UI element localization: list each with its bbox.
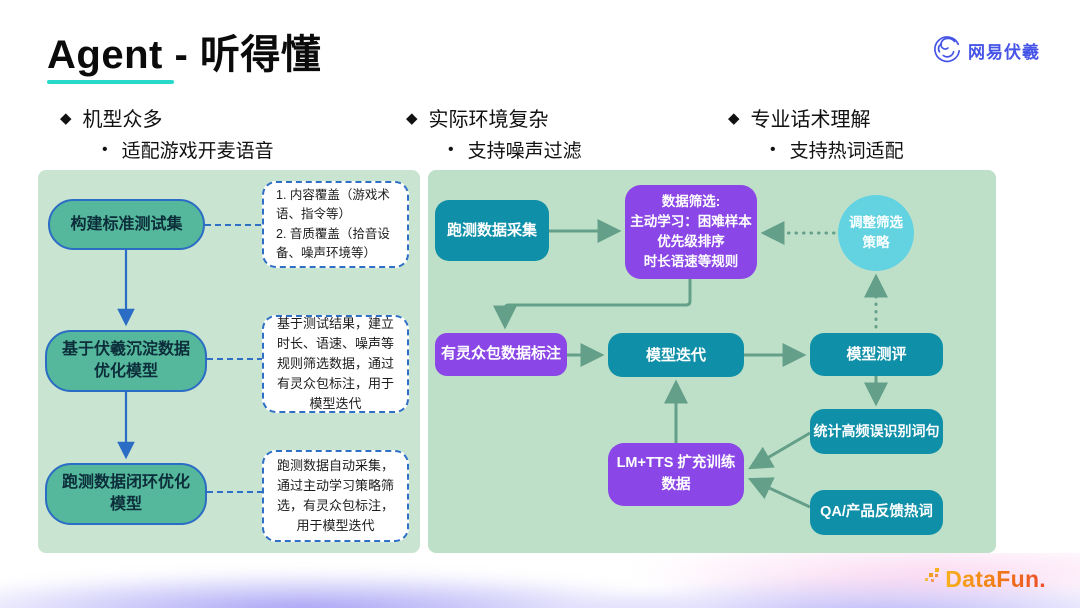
node-optimize-with-fuxi-data: 基于伏羲沉淀数据 优化模型 <box>45 330 207 392</box>
bullet-heading: 专业话术理解 <box>750 109 871 131</box>
node-model-evaluation: 模型测评 <box>810 333 943 376</box>
footer-wave-band: DataFun. <box>0 553 1080 608</box>
bullet-terminology: ◆ 专业话术理解 • 支持热词适配 <box>728 103 904 163</box>
bullet-device-types: ◆ 机型众多 • 适配游戏开麦语音 <box>60 103 274 163</box>
callout-rule-filtering: 基于测试结果，建立时长、语速、噪声等规则筛选数据，通过有灵众包标注，用于模型迭代 <box>262 315 409 413</box>
diamond-bullet-icon: ◆ <box>728 109 740 127</box>
node-build-test-set: 构建标准测试集 <box>48 199 205 250</box>
callout-item: 1. 内容覆盖（游戏术语、指令等） <box>276 187 390 222</box>
dot-bullet-icon: • <box>770 140 776 158</box>
datafun-logo: DataFun. <box>925 566 1046 593</box>
callout-item: 2. 音质覆盖（拾音设备、噪声环境等） <box>276 226 390 260</box>
callout-coverage: 1. 内容覆盖（游戏术语、指令等） 2. 音质覆盖（拾音设备、噪声环境等） <box>262 181 409 268</box>
node-model-iteration: 模型迭代 <box>608 333 744 377</box>
dot-bullet-icon: • <box>448 140 454 158</box>
node-data-filtering: 数据筛选: 主动学习：困难样本 优先级排序 时长语速等规则 <box>625 185 757 279</box>
diamond-bullet-icon: ◆ <box>406 109 418 127</box>
datafun-pixels-icon <box>925 566 943 591</box>
node-qa-feedback-hotwords: QA/产品反馈热词 <box>810 490 943 535</box>
left-flow-connectors <box>117 224 262 493</box>
node-test-data-collect: 跑测数据采集 <box>435 200 549 261</box>
diamond-bullet-icon: ◆ <box>60 109 72 127</box>
callout-auto-collect: 跑测数据自动采集，通过主动学习策略筛选，有灵众包标注，用于模型迭代 <box>262 450 409 542</box>
page-title: Agent - 听得懂 <box>47 22 321 80</box>
brand-name: 网易伏羲 <box>968 43 1040 62</box>
right-flow-panel: 跑测数据采集 数据筛选: 主动学习：困难样本 优先级排序 时长语速等规则 调整筛… <box>428 170 996 553</box>
bullet-subtext: 适配游戏开麦语音 <box>121 141 274 162</box>
netease-fuxi-logo: 网易伏羲 <box>932 33 1040 68</box>
right-flow-connectors <box>493 219 888 509</box>
fuxi-bird-icon <box>932 33 962 68</box>
bullet-subtext: 支持热词适配 <box>789 141 904 162</box>
datafun-wordmark: DataFun. <box>945 566 1046 592</box>
node-closed-loop-optimize: 跑测数据闭环优化 模型 <box>45 463 207 525</box>
title-suffix: - 听得懂 <box>162 33 322 77</box>
node-error-word-stats: 统计高频误识别词句 <box>810 409 943 454</box>
node-adjust-strategy: 调整筛选 策略 <box>838 195 914 271</box>
node-crowdsource-annotation: 有灵众包数据标注 <box>435 333 567 376</box>
title-agent: Agent <box>47 33 163 77</box>
bullet-heading: 机型众多 <box>82 109 163 131</box>
bullet-subtext: 支持噪声过滤 <box>467 141 582 162</box>
node-lm-tts-augment: LM+TTS 扩充训练 数据 <box>608 443 744 506</box>
left-flow-panel: 构建标准测试集 基于伏羲沉淀数据 优化模型 跑测数据闭环优化 模型 1. 内容覆… <box>38 170 420 553</box>
bullet-environment: ◆ 实际环境复杂 • 支持噪声过滤 <box>406 103 582 163</box>
title-underline <box>47 80 174 84</box>
dot-bullet-icon: • <box>102 140 108 158</box>
bullet-heading: 实际环境复杂 <box>428 109 549 131</box>
